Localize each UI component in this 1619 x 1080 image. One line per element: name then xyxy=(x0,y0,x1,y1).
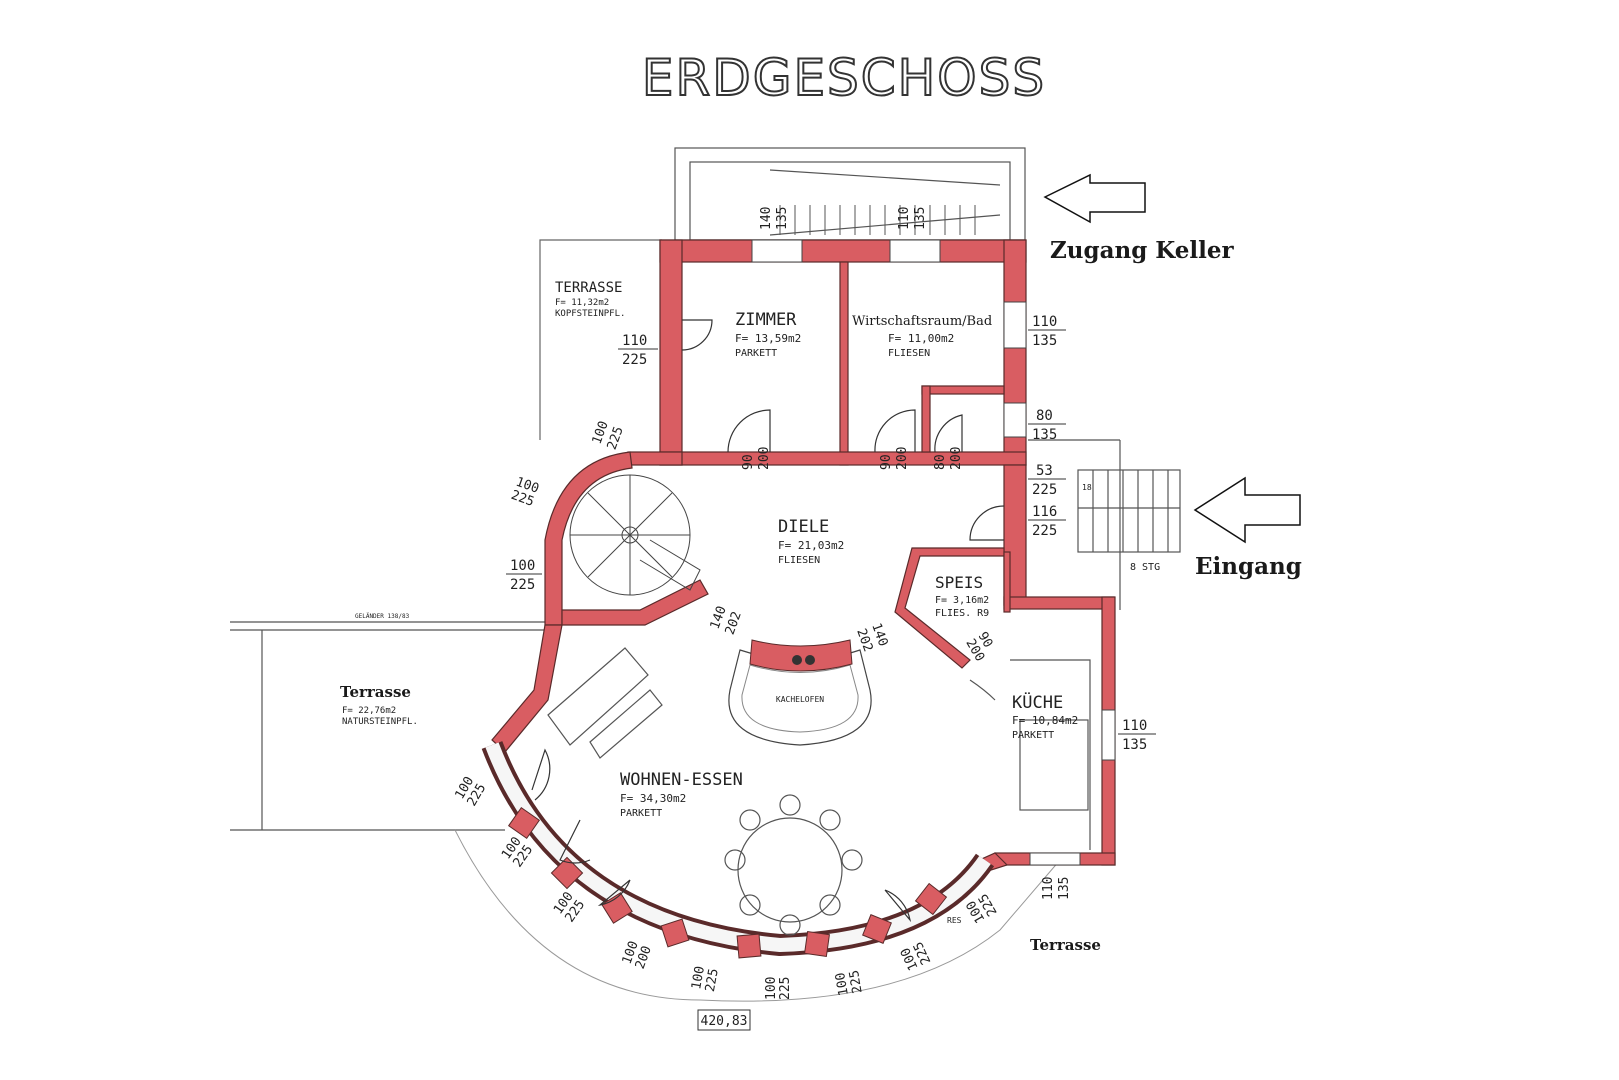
dim-bad-east-top: 110 xyxy=(1032,314,1057,330)
sofa xyxy=(547,647,663,759)
rotated-dimensions: 140 135 110 135 90 200 90 200 80 200 110… xyxy=(509,207,1072,900)
dim-door-zimmer-a: 90 xyxy=(741,454,756,470)
wohnen-area: F= 34,30m2 xyxy=(620,792,686,805)
eingang-arrow-icon xyxy=(1193,476,1301,544)
dim-kueche-east-bottom: 135 xyxy=(1122,737,1147,753)
railing-label: GELÄNDER 138/83 xyxy=(355,613,410,620)
terrace-west-outline xyxy=(230,621,548,831)
terrace-south-arc xyxy=(454,829,1061,1002)
terrasse-west-floor: NATURSTEINPFL. xyxy=(342,717,418,727)
dim-arc-5-b: 225 xyxy=(778,977,793,1000)
dim-door-bad-b: 200 xyxy=(895,447,910,470)
room-bad: Wirtschaftsraum/Bad F= 11,00m2 FLIESEN xyxy=(852,314,992,359)
windows xyxy=(751,239,1116,866)
speis-floor: FLIES. R9 xyxy=(935,608,989,619)
dim-top-right-b: 135 xyxy=(913,207,928,230)
step-height: 18 xyxy=(1082,483,1092,492)
dim-entry1-top: 53 xyxy=(1036,463,1053,479)
entrance-stair xyxy=(1028,439,1181,610)
bad-name: Wirtschaftsraum/Bad xyxy=(852,314,992,329)
kitchen-counter xyxy=(969,659,1091,850)
dim-kueche-south-a: 110 xyxy=(1041,877,1056,900)
terrasse-se-name: Terrasse xyxy=(1030,936,1101,954)
eingang-label: Eingang xyxy=(1195,553,1302,580)
terrasse-west-name: Terrasse xyxy=(340,683,411,701)
dim-bad-east2-top: 80 xyxy=(1036,408,1053,424)
bad-area: F= 11,00m2 xyxy=(888,332,954,345)
zimmer-area: F= 13,59m2 xyxy=(735,332,801,345)
kachelofen xyxy=(728,639,872,746)
dimension-labels: 110 225 110 135 80 135 53 225 116 225 10… xyxy=(506,314,1156,753)
terrasse-west-area: F= 22,76m2 xyxy=(342,706,396,716)
speis-area: F= 3,16m2 xyxy=(935,595,989,606)
diele-floor: FLIESEN xyxy=(778,555,820,566)
zimmer-floor: PARKETT xyxy=(735,348,777,359)
res-label: RES xyxy=(947,916,962,925)
dim-zimmer-west-top: 110 xyxy=(622,333,647,349)
dim-zimmer-west-bottom: 225 xyxy=(622,352,647,368)
kueche-name: KÜCHE xyxy=(1012,691,1063,713)
keller-label: Zugang Keller xyxy=(1050,237,1235,264)
dim-kueche-south-b: 135 xyxy=(1057,877,1072,900)
room-diele: DIELE F= 21,03m2 FLIESEN xyxy=(778,517,844,566)
kachelofen-label: KACHELOFEN xyxy=(776,695,824,704)
stairs-note: 8 STG xyxy=(1130,562,1160,573)
room-terrasse-nw: TERRASSE F= 11,32m2 KOPFSTEINPFL. xyxy=(555,280,625,319)
doors xyxy=(531,319,1005,923)
spiral-stair xyxy=(569,474,701,596)
wohnen-floor: PARKETT xyxy=(620,808,662,819)
dim-arc-4-b: 225 xyxy=(703,967,722,993)
dim-door-wc-b: 200 xyxy=(949,447,964,470)
diele-name: DIELE xyxy=(778,517,829,537)
terrasse-nw-floor: KOPFSTEINPFL. xyxy=(555,309,625,319)
kueche-floor: PARKETT xyxy=(1012,730,1054,741)
room-terrasse-west: Terrasse F= 22,76m2 NATURSTEINPFL. xyxy=(340,683,418,727)
kueche-area: F= 10,84m2 xyxy=(1012,714,1078,727)
dim-door-zimmer-b: 200 xyxy=(757,447,772,470)
dim-door-bad-a: 90 xyxy=(879,454,894,470)
room-kueche: KÜCHE F= 10,84m2 PARKETT xyxy=(1012,691,1078,741)
room-wohnen: WOHNEN-ESSEN F= 34,30m2 PARKETT xyxy=(620,770,743,819)
zimmer-name: ZIMMER xyxy=(735,310,797,330)
dim-top-left-a: 140 xyxy=(759,207,774,230)
dim-entry1-bottom: 225 xyxy=(1032,482,1057,498)
plan-title: ERDGESCHOSS xyxy=(642,49,1046,107)
dim-kueche-east-top: 110 xyxy=(1122,718,1147,734)
dim-bad-east-bottom: 135 xyxy=(1032,333,1057,349)
wohnen-name: WOHNEN-ESSEN xyxy=(620,770,743,790)
dim-top-right-a: 110 xyxy=(897,207,912,230)
dim-entry2-top: 116 xyxy=(1032,504,1057,520)
dim-bad-east2-bottom: 135 xyxy=(1032,427,1057,443)
wall-piers xyxy=(507,806,948,959)
terrace-nw-outline xyxy=(539,239,662,440)
bad-floor: FLIESEN xyxy=(888,348,930,359)
dim-speis-door-a: 90 xyxy=(975,630,996,651)
dim-arc-4-a: 100 xyxy=(689,965,708,991)
speis-name: SPEIS xyxy=(935,573,983,592)
bottom-dimension: 420,83 xyxy=(701,1014,748,1029)
room-zimmer: ZIMMER F= 13,59m2 PARKETT xyxy=(735,310,801,359)
diele-area: F= 21,03m2 xyxy=(778,539,844,552)
room-speis: SPEIS F= 3,16m2 FLIES. R9 xyxy=(935,573,989,619)
dim-arc-6-a: 100 xyxy=(833,971,852,997)
terrasse-nw-name: TERRASSE xyxy=(555,280,622,296)
dim-stair-w3-bottom: 225 xyxy=(510,577,535,593)
terrasse-nw-area: F= 11,32m2 xyxy=(555,298,609,308)
keller-stair-shaft xyxy=(674,147,1026,241)
dim-top-left-b: 135 xyxy=(775,207,790,230)
dim-entry2-bottom: 225 xyxy=(1032,523,1057,539)
dim-stair-w3-top: 100 xyxy=(510,558,535,574)
dim-arc-5-a: 100 xyxy=(764,977,779,1000)
dim-arc-6-b: 225 xyxy=(847,969,866,995)
dim-door-wc-a: 80 xyxy=(933,454,948,470)
keller-arrow-icon xyxy=(1043,173,1146,224)
dining-set xyxy=(724,794,863,936)
bottom-dimension-box xyxy=(697,1009,751,1031)
